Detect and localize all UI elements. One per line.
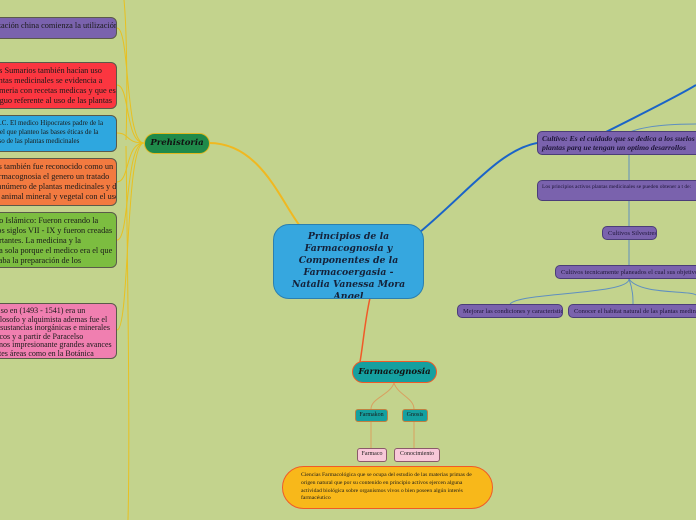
tecnicamente-node[interactable]: Cultivos tecnicamente planeados el cual … <box>555 265 696 279</box>
item-text: s sustancias inorgánicas e minerales <box>0 323 110 333</box>
farmakon-node[interactable]: Farmakon <box>355 409 388 422</box>
prehistoria-item-1[interactable]: ización china comienza la utilización <box>0 17 117 39</box>
item-text: ortantes. La medicina y la <box>0 236 81 245</box>
item-text: filosofo y alquimista ademas fue el <box>0 314 108 324</box>
farmacognosia-topic[interactable]: Farmacognosia <box>352 361 437 383</box>
item-text: os Sumarios también hacían uso <box>0 66 102 75</box>
principios-node[interactable]: Los principios activos plantas medicinal… <box>537 180 696 201</box>
item-text: elso en (1493 - 1541) era un <box>0 306 86 315</box>
item-text: umeria con recetas medicas y que es <box>0 86 116 95</box>
item-text: es también fue reconocido como un <box>0 162 114 171</box>
silvestres-node[interactable]: Cultivos Silvestres <box>602 226 657 240</box>
cultivo-topic[interactable]: Cultivo: Es el cuidado que se dedica a l… <box>537 131 696 155</box>
item-text: antas medicinales se evidencia a <box>0 76 103 85</box>
item-text: uso de las plantas medicinales <box>0 137 80 145</box>
definition-node[interactable]: Ciencias Farmacológica que se ocupa del … <box>282 466 493 509</box>
item-text: armacognosia el genero un tratado <box>0 172 110 181</box>
item-text: do Islámico: Fueron creando la <box>0 216 99 225</box>
central-topic[interactable]: Principios de la Farmacognosia y Compone… <box>273 224 424 299</box>
item-text: ización china comienza la utilización <box>0 21 117 30</box>
item-text: A.C. El medico Hipocrates padre de la <box>0 119 104 127</box>
item-text: los siglos VII - IX y fueron creadas <box>0 226 113 235</box>
gnosis-node[interactable]: Gnosis <box>402 409 428 422</box>
item-text: tiguo referente al uso de las plantas <box>0 96 113 105</box>
item-text: n animal mineral y vegetal con el uso <box>0 192 117 201</box>
item-text: na sola porque el medico era el que <box>0 246 113 255</box>
mejorar-node[interactable]: Mejorar las condiciones y caracteristica… <box>457 304 563 318</box>
prehistoria-topic[interactable]: Prehistoria <box>144 133 210 154</box>
item-text: zaba la preparación de los <box>0 256 82 265</box>
conocer-node[interactable]: Conocer el habitat natural de las planta… <box>568 304 696 318</box>
item-text: unos impresionante grandes avances <box>0 340 112 350</box>
item-text: e el que planteo las bases éticas de la <box>0 128 99 136</box>
item-text: innúmero de plantas medicinales y de <box>0 182 117 191</box>
conocimiento-node[interactable]: Conocimiento <box>394 448 440 462</box>
item-text: ticos y a partir de Paracelso <box>0 331 84 341</box>
item-text: ntes áreas como en la Botánica <box>0 348 94 358</box>
prehistoria-item-5[interactable]: do Islámico: Fueron creando la los siglo… <box>0 212 117 268</box>
farmaco-node[interactable]: Farmaco <box>357 448 387 462</box>
